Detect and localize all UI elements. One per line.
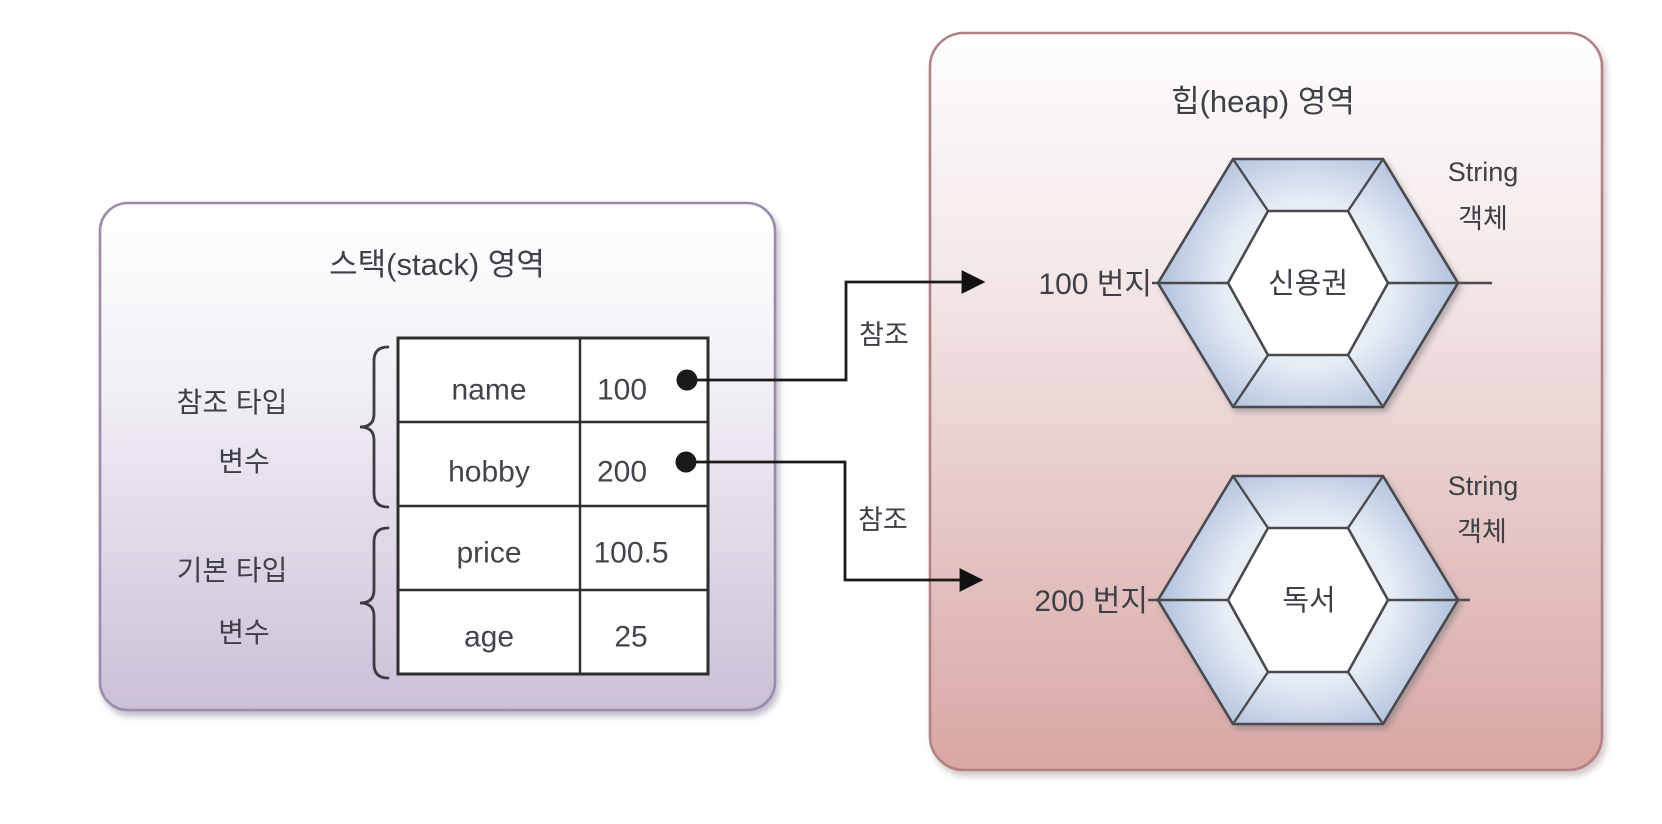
gem-facet-edge (1347, 158, 1384, 212)
heap-box-title: 힙(heap) 영역 (1171, 84, 1355, 119)
reference-type-label-line1: 참조 타입 (177, 387, 288, 418)
var-age-value: 25 (614, 621, 647, 654)
primitive-type-label-line2: 변수 (218, 617, 270, 648)
object1-value: 신용권 (1268, 268, 1348, 300)
var-price-cell: price (456, 537, 521, 570)
arrow-hobby-to-object2 (686, 460, 984, 592)
gem-facet-edge (1232, 354, 1269, 408)
gem-facet-edges (1158, 158, 1458, 408)
heap-object-2: 독서 200 번지 String 객체 (1034, 471, 1519, 726)
object2-type-label: String 객체 (1448, 471, 1519, 547)
gem-facet-edge (1232, 158, 1269, 212)
object1-type-label: String 객체 (1448, 157, 1519, 234)
var-hobby-value: 200 (597, 456, 647, 489)
gem-inner-hexagon (1226, 209, 1390, 357)
object1-type-line2: 객체 (1458, 204, 1508, 234)
var-age-cell: age (464, 621, 514, 654)
gem-facet-edge (1347, 354, 1384, 408)
gem-facet-edge (1347, 475, 1384, 529)
reference-arrows: 참조 참조 (686, 270, 986, 592)
reference-type-label-line2: 변수 (218, 446, 270, 477)
var-hobby-cell: hobby (448, 456, 530, 489)
table-row-hobby: hobby 200 (448, 451, 697, 489)
table-row-price: price 100.5 (456, 537, 668, 570)
gem-inner-hexagon (1226, 526, 1390, 674)
reference-label-1: 참조 (859, 320, 909, 350)
primitive-type-label-line1: 기본 타입 (177, 555, 288, 586)
reference-group-brace (359, 345, 390, 509)
gem-facet-edge (1232, 671, 1269, 725)
gem-facet-edges (1158, 475, 1458, 725)
object2-type-line2: 객체 (1457, 517, 1507, 547)
heap-object-1: 신용권 100 번지 String 객체 (1038, 157, 1519, 409)
reference-label-2: 참조 (858, 505, 908, 535)
var-name-cell: name (451, 374, 526, 407)
arrow-name-to-object1 (687, 270, 986, 382)
object2-value: 독서 (1282, 585, 1335, 617)
string-gem-1: 신용권 (1156, 157, 1460, 409)
object1-address: 100 번지 (1038, 268, 1152, 301)
reference-type-label: 참조 타입 변수 (177, 387, 288, 477)
stack-area-box: 스택(stack) 영역 참조 타입 변수 기본 타입 변수 name 100 (98, 201, 777, 712)
var-price-value: 100.5 (593, 537, 668, 570)
object1-type-line1: String (1448, 157, 1519, 187)
object2-type-line1: String (1448, 471, 1519, 501)
primitive-group-brace (359, 526, 390, 680)
object2-address: 200 번지 (1034, 585, 1148, 618)
gem-facet-edge (1232, 475, 1269, 529)
stack-variable-table: name 100 hobby 200 price 100.5 age 25 (396, 336, 710, 676)
primitive-type-label: 기본 타입 변수 (177, 555, 288, 648)
stack-box-title: 스택(stack) 영역 (329, 247, 545, 282)
gem-facet-edge (1347, 671, 1384, 725)
table-row-name: name 100 (451, 369, 698, 407)
table-row-age: age 25 (464, 621, 648, 654)
var-name-value: 100 (597, 374, 647, 407)
string-gem-2: 독서 (1156, 474, 1460, 726)
